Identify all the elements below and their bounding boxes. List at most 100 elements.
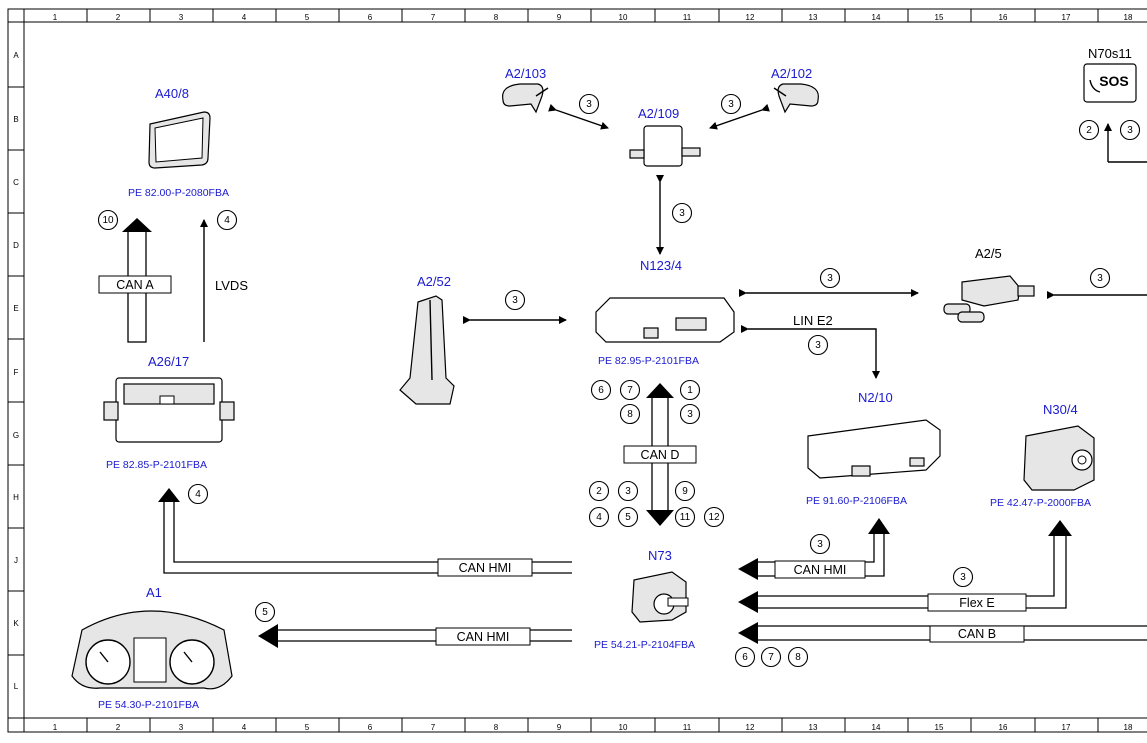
signal-circle: 3: [1119, 119, 1141, 141]
signal-number: 8: [627, 409, 633, 420]
grid-row-label: J: [14, 556, 18, 565]
grid-row-label: C: [13, 178, 19, 187]
a2-109-component: [629, 125, 701, 167]
grid-col-label: 17: [1062, 13, 1071, 22]
label-a40-8: A40/8: [155, 86, 189, 101]
signal-number: 3: [827, 273, 833, 284]
signal-number: 3: [1127, 125, 1133, 136]
grid-col-label: 18: [1124, 723, 1133, 732]
grid-col-label: 10: [619, 13, 628, 22]
bus-can-d: CAN D: [641, 448, 680, 462]
grid-col-label: 16: [999, 723, 1008, 732]
label-n2-10: N2/10: [858, 390, 893, 405]
label-n123-4: N123/4: [640, 258, 682, 273]
n30-4-module: [1023, 425, 1095, 491]
grid-col-label: 3: [179, 13, 184, 22]
can-hmi-to-n2-10: CAN HMI: [738, 518, 890, 580]
grid-col-label: 15: [935, 723, 944, 732]
ref-n73: PE 54.21-P-2104FBA: [594, 639, 695, 651]
ref-n30-4: PE 42.47-P-2000FBA: [990, 497, 1091, 509]
signal-circle: 5: [254, 601, 276, 623]
grid-col-label: 5: [305, 13, 310, 22]
grid-col-label: 12: [746, 13, 755, 22]
signal-circle: 2: [1078, 119, 1100, 141]
signal-circle: 3: [671, 202, 693, 224]
signal-circle: 6: [590, 379, 612, 401]
signal-circle: 3: [952, 566, 974, 588]
bus-can-a: CAN A: [116, 278, 154, 292]
signal-number: 3: [728, 99, 734, 110]
sos-text: SOS: [1099, 73, 1129, 89]
ref-a26-17: PE 82.85-P-2101FBA: [106, 459, 207, 471]
signal-circle: 9: [674, 480, 696, 502]
signal-circle: 3: [809, 533, 831, 555]
signal-number: 4: [195, 489, 201, 500]
grid-col-label: 9: [557, 723, 562, 732]
signal-number: 3: [625, 486, 631, 497]
signal-circle: 5: [617, 506, 639, 528]
signal-circle: 3: [617, 480, 639, 502]
signal-circle: 2: [588, 480, 610, 502]
grid-col-label: 3: [179, 723, 184, 732]
signal-number: 3: [817, 539, 823, 550]
bus-lvds: LVDS: [215, 278, 248, 293]
grid-markers: 1122334455667788991010111112121313141415…: [8, 9, 1133, 732]
label-a2-103: A2/103: [505, 66, 546, 81]
signal-number: 5: [625, 512, 631, 523]
signal-circle: 11: [674, 506, 696, 528]
grid-col-label: 18: [1124, 13, 1133, 22]
a2-5-component: [943, 275, 1035, 323]
a1-instrument-cluster: [71, 610, 233, 690]
grid-col-label: 6: [368, 723, 373, 732]
signal-number: 9: [682, 486, 688, 497]
signal-number: 2: [1086, 125, 1092, 136]
signal-number: 6: [742, 652, 748, 663]
n73-ignition-switch: [631, 571, 689, 623]
can-b-link: CAN B: [738, 622, 1147, 644]
grid-col-label: 16: [999, 13, 1008, 22]
bus-can-b: CAN B: [958, 627, 996, 641]
signal-circle: 3: [720, 93, 742, 115]
signal-number: 8: [795, 652, 801, 663]
ref-a40-8: PE 82.00-P-2080FBA: [128, 187, 229, 199]
grid-row-label: A: [13, 51, 19, 60]
grid-col-label: 4: [242, 13, 247, 22]
can-d-link: CAN D: [623, 383, 697, 526]
signal-number: 10: [102, 215, 114, 226]
grid-col-label: 7: [431, 723, 436, 732]
bus-can-hmi-3: CAN HMI: [794, 563, 847, 577]
a2-103-component: [502, 83, 549, 114]
grid-col-label: 6: [368, 13, 373, 22]
signal-number: 3: [1097, 273, 1103, 284]
grid-row-label: K: [13, 619, 19, 628]
grid-row-label: G: [13, 431, 19, 440]
signal-circle: 3: [679, 403, 701, 425]
grid-col-label: 8: [494, 13, 499, 22]
grid-col-label: 14: [872, 13, 881, 22]
signal-number: 3: [679, 208, 685, 219]
signal-circle: 7: [619, 379, 641, 401]
grid-col-label: 13: [809, 723, 818, 732]
signal-circle: 4: [216, 209, 238, 231]
signal-circle: 3: [819, 267, 841, 289]
can-hmi-to-a26-17: CAN HMI: [158, 488, 572, 577]
grid-col-label: 15: [935, 13, 944, 22]
grid-col-label: 7: [431, 13, 436, 22]
label-n70s11: N70s11: [1088, 46, 1132, 61]
grid-col-label: 10: [619, 723, 628, 732]
signal-circle: 3: [807, 334, 829, 356]
ref-n2-10: PE 91.60-P-2106FBA: [806, 495, 907, 507]
signal-circle: 8: [619, 403, 641, 425]
signal-circle: 3: [1089, 267, 1111, 289]
grid-col-label: 4: [242, 723, 247, 732]
label-a1: A1: [146, 585, 162, 600]
signal-circle: 6: [734, 646, 756, 668]
signal-circle: 12: [703, 506, 725, 528]
grid-row-label: E: [13, 304, 18, 313]
signal-circle: 3: [504, 289, 526, 311]
label-a26-17: A26/17: [148, 354, 189, 369]
grid-col-label: 8: [494, 723, 499, 732]
grid-col-label: 1: [53, 13, 58, 22]
